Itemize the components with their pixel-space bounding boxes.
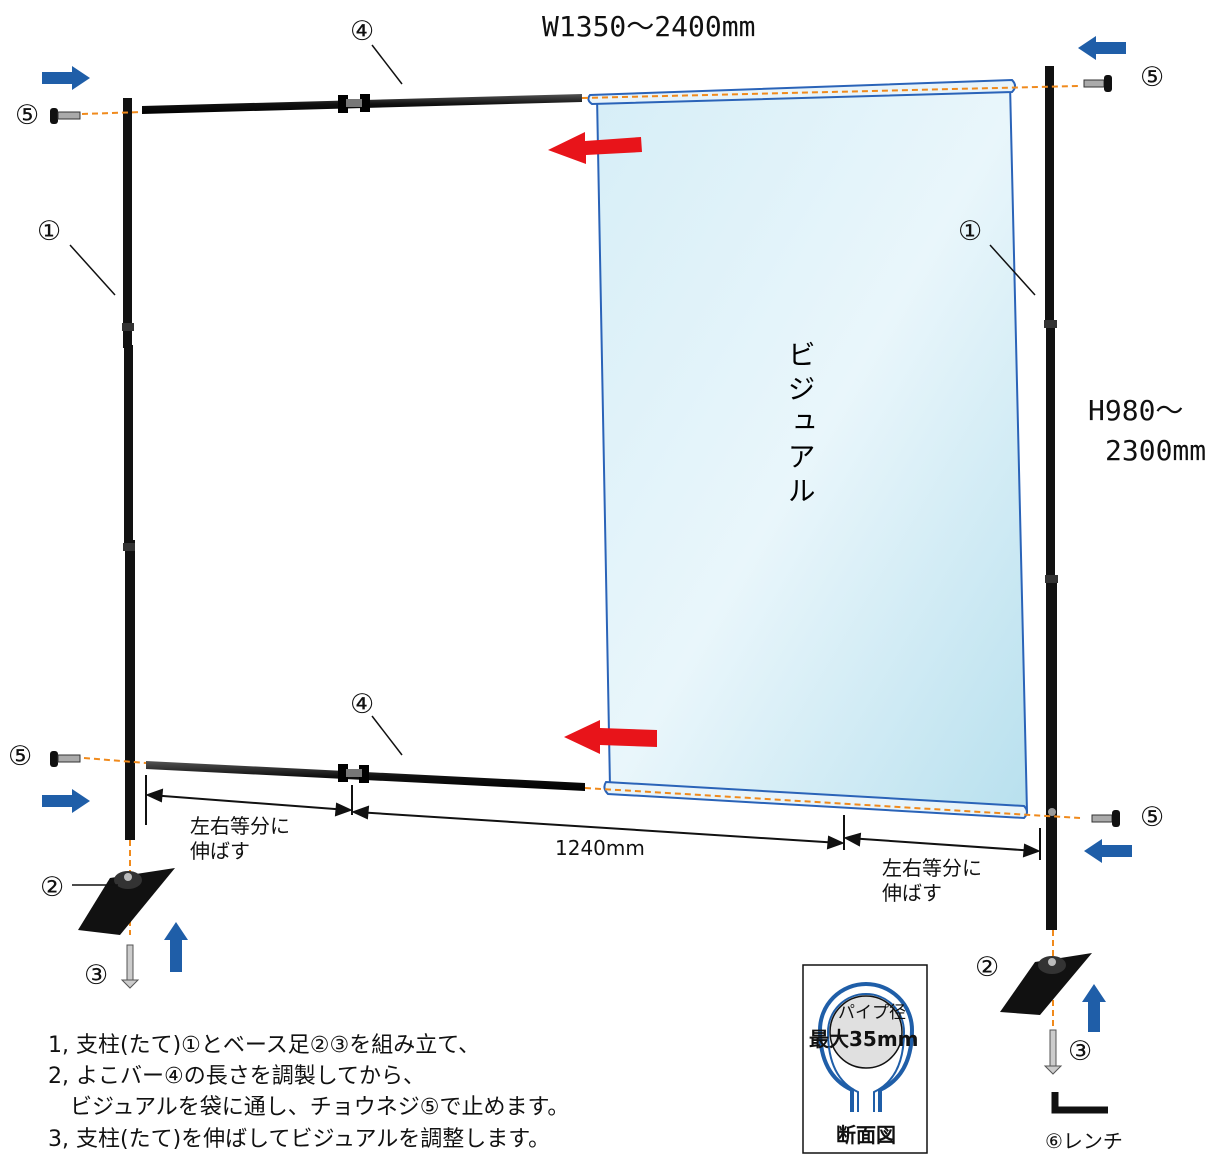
stretch-label-right-line2: 伸ばす (882, 881, 942, 905)
arrow-left-icon (1084, 839, 1132, 863)
part-2-left: ② (40, 872, 64, 903)
part-5-top-right: ⑤ (1140, 62, 1164, 93)
knob-bolt-top-right (1083, 75, 1112, 92)
right-pole (1044, 66, 1058, 930)
base-foot-left (78, 868, 175, 935)
step-1: 1, 支柱(たて)①とベース足②③を組み立て、 (48, 1033, 480, 1058)
center-span-label: 1240mm (555, 836, 645, 860)
stretch-label-right-line1: 左右等分に (882, 856, 982, 880)
leader-lines (69, 44, 1036, 886)
arrow-up-icon (164, 922, 188, 972)
step-2-continued: ビジュアルを袋に通し、チョウネジ⑤で止めます。 (48, 1095, 569, 1120)
arrow-right-icon (42, 789, 90, 813)
pipe-diameter-label: パイプ径 (838, 1003, 906, 1023)
height-dimension-line2: 2300mm (1105, 434, 1206, 467)
visual-label: ビジュアル (784, 340, 817, 510)
stretch-label-left-line2: 伸ばす (190, 839, 250, 863)
part-4-bottom: ④ (350, 689, 374, 720)
bottom-dimension-lines (145, 775, 1041, 860)
knob-bolt-top-left (50, 108, 81, 124)
base-foot-right (1000, 953, 1092, 1015)
arrow-right-icon (42, 66, 90, 90)
screw-left (120, 944, 140, 989)
knob-bolt-bottom-right (1091, 810, 1120, 827)
part-3-left: ③ (84, 960, 108, 991)
pipe-icon (829, 995, 903, 1069)
red-arrows (548, 132, 657, 754)
knob-bolt-bottom-left (50, 751, 81, 767)
left-pole (122, 98, 135, 840)
stretch-label-left-line1: 左右等分に (190, 814, 290, 838)
arrow-left-icon (564, 720, 657, 754)
step-3: 3, 支柱(たて)を伸ばしてビジュアルを調整します。 (48, 1127, 550, 1152)
step-2: 2, よこバー④の長さを調製してから、 (48, 1064, 425, 1089)
part-5-top-left: ⑤ (15, 100, 39, 131)
wrench-label: ⑥レンチ (1045, 1129, 1123, 1153)
top-crossbar (142, 94, 582, 114)
blue-arrows (42, 36, 1132, 1032)
wrench-icon (1051, 1092, 1108, 1114)
height-dimension-line1: H980～ (1088, 394, 1183, 427)
cross-section-box (802, 964, 928, 1154)
part-3-right: ③ (1068, 1036, 1092, 1067)
banner-visual (587, 78, 1029, 820)
width-dimension: W1350～2400mm (542, 10, 755, 43)
cross-section-caption: 断面図 (836, 1123, 896, 1147)
part-5-bottom-left: ⑤ (8, 741, 32, 772)
bottom-crossbar (146, 761, 585, 791)
part-2-right: ② (975, 952, 999, 983)
screw-right (1043, 1029, 1063, 1075)
part-1-right: ① (958, 216, 982, 247)
arrow-left-icon (548, 132, 642, 164)
part-4-top: ④ (350, 16, 374, 47)
part-1-left: ① (37, 216, 61, 247)
arrow-up-icon (1082, 984, 1106, 1032)
pipe-max-label: 最大35mm (809, 1027, 919, 1051)
part-5-bottom-right: ⑤ (1140, 802, 1164, 833)
arrow-left-icon (1078, 36, 1126, 60)
